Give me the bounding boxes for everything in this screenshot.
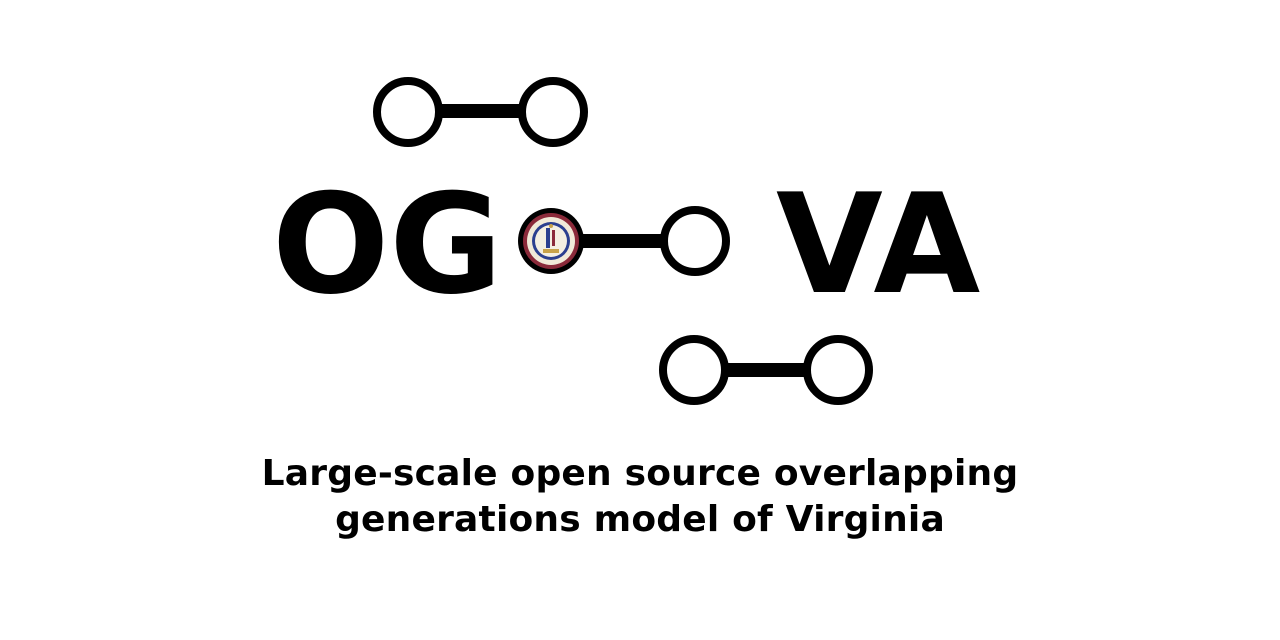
logo-va-text: VA	[776, 164, 980, 325]
tagline-line-2: generations model of Virginia	[335, 499, 945, 540]
logo-og-text: OG	[272, 164, 503, 325]
middle-connector-icon	[580, 206, 730, 276]
virginia-state-seal-icon	[518, 208, 584, 274]
tagline-line-1: Large-scale open source overlapping	[261, 453, 1019, 494]
bottom-connector-icon	[659, 335, 873, 405]
top-connector-icon	[373, 77, 588, 147]
